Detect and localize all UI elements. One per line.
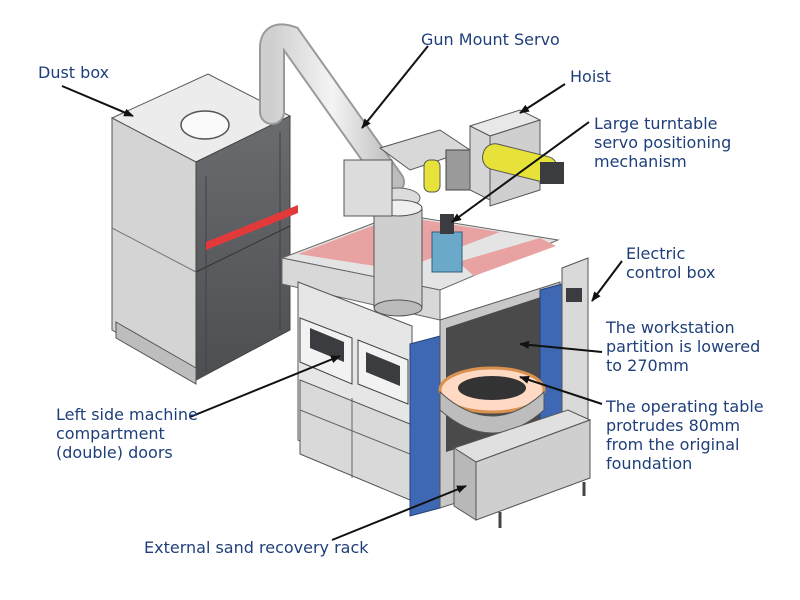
leader-gun-mount-servo <box>361 45 429 129</box>
leader-operating-table <box>519 376 603 405</box>
leader-lines <box>61 45 623 541</box>
leader-partition <box>519 340 603 353</box>
label-line: partition is lowered <box>606 337 761 356</box>
label-workstation-partition: The workstation partition is lowered to … <box>606 318 760 375</box>
gun-mount-servo <box>378 129 472 273</box>
label-line: (double) doors <box>56 443 173 462</box>
leader-turntable <box>451 121 590 223</box>
operating-table <box>438 366 546 434</box>
label-sand-recovery-rack: External sand recovery rack <box>144 538 369 557</box>
label-line: Left side machine <box>56 405 198 424</box>
sand-recovery-rack <box>452 409 592 528</box>
leader-electric-control-box <box>591 260 623 302</box>
label-line: compartment <box>56 424 165 443</box>
label-line: to 270mm <box>606 356 689 375</box>
blast-column <box>343 159 423 317</box>
label-line: Electric <box>626 244 686 263</box>
label-line: foundation <box>606 454 693 473</box>
label-line: servo positioning <box>594 133 732 152</box>
leader-dust-box <box>61 85 134 117</box>
label-line: mechanism <box>594 152 687 171</box>
leader-hoist <box>519 83 566 114</box>
label-dust-box: Dust box <box>38 63 110 82</box>
label-line: Large turntable <box>594 114 718 133</box>
label-turntable-servo: Large turntable servo positioning mechan… <box>594 114 731 171</box>
leader-left-doors <box>189 355 341 418</box>
dust-box <box>110 73 298 385</box>
label-left-side-doors: Left side machine compartment (double) d… <box>56 405 198 462</box>
label-electric-control-box: Electric control box <box>626 244 715 282</box>
label-line: The operating table <box>606 397 764 416</box>
label-line: protrudes 80mm <box>606 416 741 435</box>
label-line: control box <box>626 263 716 282</box>
label-gun-mount-servo: Gun Mount Servo <box>421 30 560 49</box>
label-operating-table: The operating table protrudes 80mm from … <box>606 397 764 473</box>
label-line: The workstation <box>606 318 735 337</box>
hoist <box>468 109 564 207</box>
leader-sand-rack <box>331 485 467 541</box>
label-hoist: Hoist <box>570 67 611 86</box>
label-line: from the original <box>606 435 740 454</box>
